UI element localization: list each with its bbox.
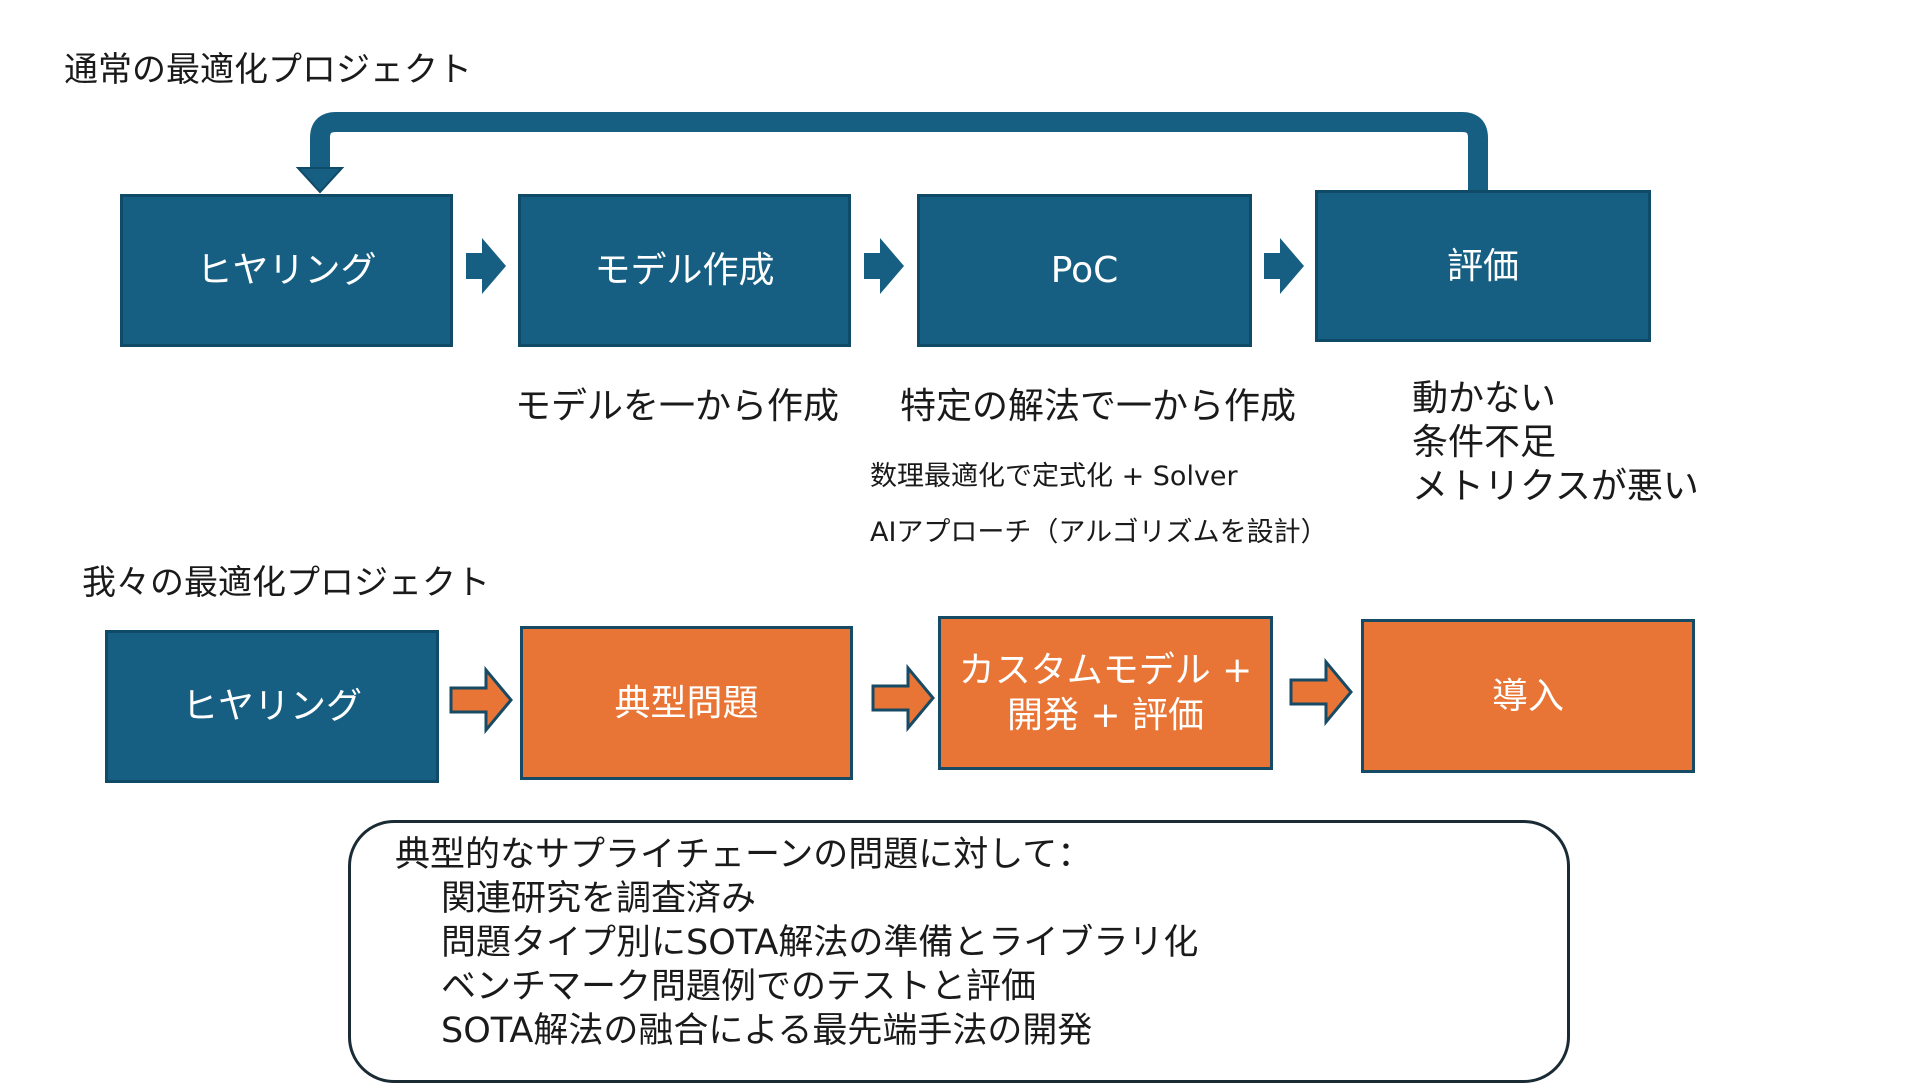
- note-poc: 特定の解法で一から作成: [900, 386, 1297, 427]
- step-poc: PoC: [917, 194, 1252, 347]
- note-poc-sub1: 数理最適化で定式化 + Solver: [870, 461, 1238, 492]
- step2-custom-model: カスタムモデル + 開発 + 評価: [938, 616, 1273, 770]
- step2-hearing: ヒヤリング: [105, 630, 439, 783]
- step2-custom-model-line2: 開発 + 評価: [1006, 695, 1205, 736]
- step2-deployment: 導入: [1361, 619, 1695, 773]
- callout-title: 典型的なサプライチェーンの問題に対して：: [395, 835, 1093, 875]
- loop-back-arrowhead: [295, 167, 345, 194]
- note-eval: 動かない 条件不足 メトリクスが悪い: [1412, 377, 1699, 509]
- note-poc-sub2: AIアプローチ（アルゴリズムを設計）: [870, 517, 1328, 548]
- step-model-creation: モデル作成: [518, 194, 851, 347]
- note-model: モデルを一から作成: [515, 386, 840, 427]
- callout-box: 典型的なサプライチェーンの問題に対して： 関連研究を調査済み 問題タイプ別にSO…: [348, 820, 1570, 1083]
- step2-typical-problem: 典型問題: [520, 626, 853, 780]
- normal-project-heading: 通常の最適化プロジェクト: [64, 50, 472, 90]
- step2-custom-model-line1: カスタムモデル +: [958, 650, 1253, 691]
- callout-item: 問題タイプ別にSOTA解法の準備とライブラリ化: [441, 923, 1199, 963]
- arrow-r2-2-3: [871, 663, 935, 733]
- loop-back-arrow: [310, 112, 1488, 190]
- callout-item: SOTA解法の融合による最先端手法の開発: [441, 1011, 1093, 1051]
- arrow-2-3: [864, 238, 904, 294]
- arrow-1-2: [466, 238, 506, 294]
- step-evaluation: 評価: [1315, 190, 1651, 342]
- arrow-3-4: [1264, 238, 1304, 294]
- note-eval-line: メトリクスが悪い: [1412, 466, 1699, 507]
- arrow-r2-3-4: [1289, 657, 1353, 727]
- arrow-r2-1-2: [449, 665, 513, 735]
- callout-item: 関連研究を調査済み: [441, 879, 757, 919]
- our-project-heading: 我々の最適化プロジェクト: [82, 563, 490, 603]
- note-eval-line: 動かない: [1412, 378, 1557, 419]
- step-hearing: ヒヤリング: [120, 194, 453, 347]
- callout-item: ベンチマーク問題例でのテストと評価: [441, 967, 1037, 1007]
- note-eval-line: 条件不足: [1412, 422, 1557, 463]
